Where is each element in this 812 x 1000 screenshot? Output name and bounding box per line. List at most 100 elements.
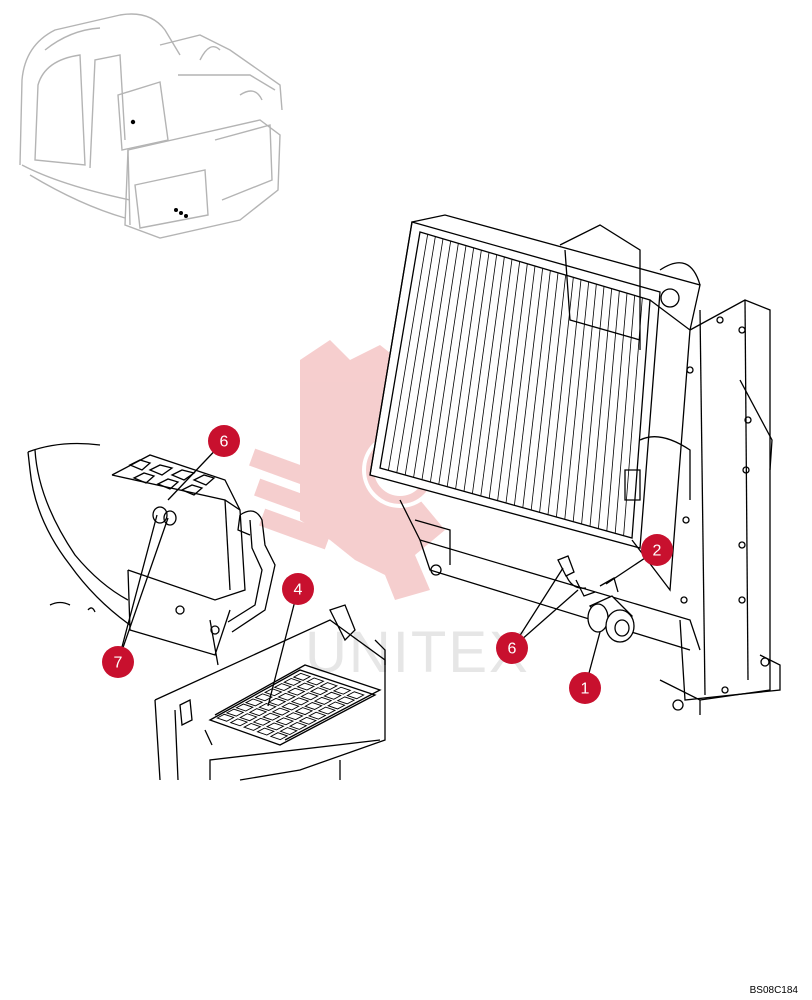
cooler-fin	[539, 275, 567, 513]
cooler-fin	[455, 252, 490, 490]
cooler-fin	[388, 234, 429, 471]
tray-cell	[244, 698, 264, 707]
tray-cell	[262, 712, 281, 721]
tray-cell	[229, 718, 249, 727]
tray-cell	[346, 691, 365, 700]
tray-cell	[248, 708, 268, 717]
tray-cells	[216, 672, 365, 741]
callout-6-cooler: 6	[496, 632, 528, 664]
callout-6-cooler-label: 6	[508, 641, 517, 658]
cooler-fin	[430, 245, 467, 483]
tray-cell	[258, 703, 277, 711]
tray-cell	[288, 721, 308, 730]
cooler-fin	[438, 247, 475, 485]
callout-6-battery: 6	[208, 425, 240, 457]
tray-cell	[317, 706, 337, 715]
cooler-fin	[581, 286, 605, 525]
cooler-fin	[480, 259, 513, 497]
callout-1-label: 1	[581, 681, 590, 698]
part-6-clips-cooler	[557, 555, 619, 597]
leader-7-a	[117, 514, 158, 663]
drawing-reference-code: BS08C184	[749, 985, 798, 996]
tray-cell	[277, 692, 296, 701]
tray-cell	[298, 716, 318, 725]
callout-7: 7	[102, 646, 134, 678]
cooler-fin	[463, 254, 498, 492]
tray-cell	[256, 727, 275, 736]
machine-overview-inset	[19, 13, 283, 239]
leader-4	[267, 588, 299, 707]
callout-1: 1	[569, 672, 601, 704]
cooler-fin	[530, 272, 559, 511]
tray-cell	[267, 697, 287, 706]
cooler-fin	[572, 284, 597, 522]
cooler-fin	[564, 281, 590, 520]
callout-2-label: 2	[653, 543, 662, 560]
cooler-fin	[623, 297, 643, 536]
tray-cell	[296, 682, 316, 691]
tray-cell	[285, 712, 304, 721]
cooler-fin	[404, 238, 444, 476]
tray-cell	[286, 687, 306, 696]
cooler-fin	[614, 295, 636, 534]
tray-cell	[216, 713, 235, 722]
cooler-fin	[396, 236, 436, 473]
callout-4: 4	[282, 573, 314, 605]
tray-cell	[252, 717, 272, 726]
cooler-fin	[446, 250, 482, 487]
tray-cell	[336, 696, 356, 705]
tray-cell	[300, 692, 319, 701]
tray-cell	[283, 678, 302, 686]
tray-cell	[309, 687, 329, 696]
cooler-fin	[497, 263, 528, 501]
cooler-fin	[505, 265, 536, 504]
watermark-text: UNITEX	[305, 620, 530, 685]
leader-7-b	[117, 517, 169, 663]
tray-cell	[319, 682, 339, 691]
battery-assembly	[27, 442, 276, 666]
inset-marker-dots	[130, 119, 188, 218]
cooler-fin	[598, 290, 620, 529]
tray-cell	[279, 727, 298, 735]
tray-cell	[323, 691, 342, 700]
tray-cell	[242, 722, 262, 731]
tray-cell	[332, 686, 352, 695]
cooler-fin	[589, 288, 613, 527]
tray-cell	[235, 703, 254, 712]
tray-cell	[225, 708, 245, 717]
cooler-fin	[606, 293, 628, 532]
tray-cell	[307, 711, 327, 720]
callout-4-label: 4	[294, 582, 303, 599]
cooler-fin	[488, 261, 521, 499]
cooler-fin	[413, 241, 452, 478]
callout-6-battery-label: 6	[220, 434, 229, 451]
tray-cell	[254, 693, 274, 702]
cooler-fin	[522, 270, 551, 508]
tray-cell	[306, 677, 325, 686]
tray-cell	[292, 672, 312, 681]
cooler-fins	[388, 234, 643, 536]
tray-cell	[265, 722, 285, 731]
callout-2: 2	[641, 534, 673, 566]
tray-cell	[275, 717, 295, 726]
tray-cell	[263, 688, 283, 697]
tray-cell	[304, 702, 323, 710]
tray-cell	[327, 701, 346, 710]
cooler-fin	[514, 268, 544, 506]
tray-cell	[290, 697, 310, 706]
battery-tray	[154, 604, 386, 781]
tray-cell	[281, 702, 300, 711]
cooler-fin	[472, 256, 505, 494]
part-1-cooler-plug	[587, 595, 635, 643]
tray-cell	[239, 713, 258, 722]
cooler-fin	[421, 243, 459, 480]
tray-cell	[313, 696, 333, 705]
tray-cell	[294, 707, 314, 716]
tray-cell	[273, 683, 293, 692]
callout-7-label: 7	[114, 655, 123, 672]
cooler-fin	[556, 279, 582, 518]
tray-cell	[269, 732, 289, 741]
cooler-fin	[547, 277, 574, 515]
tray-cell	[271, 707, 291, 716]
